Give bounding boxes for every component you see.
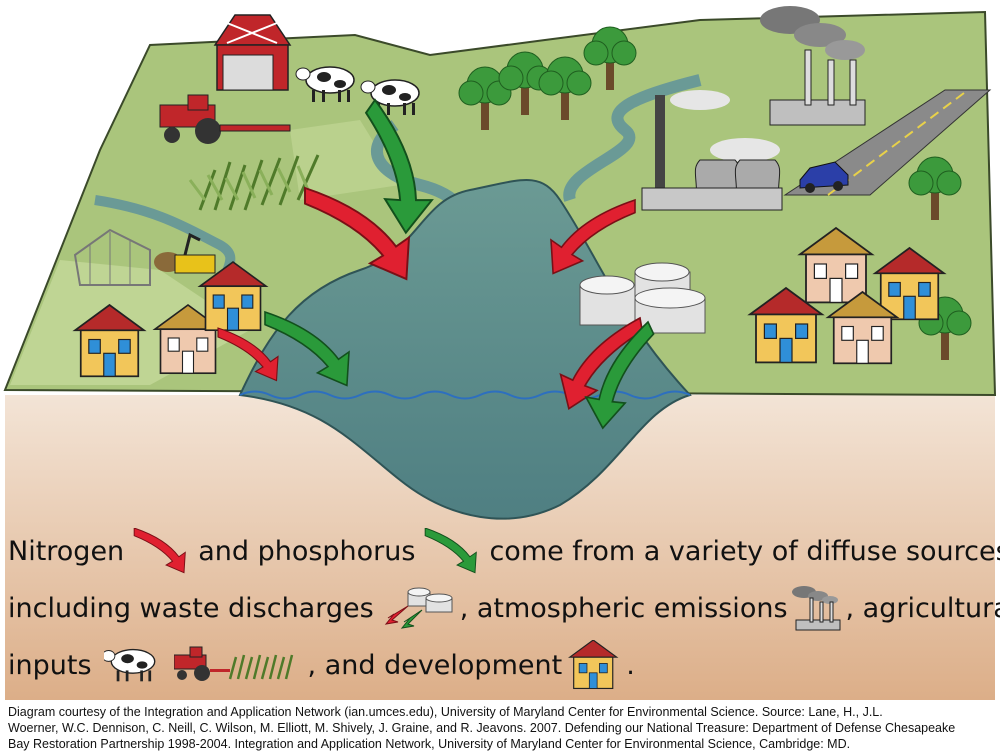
watershed-diagram <box>3 6 997 700</box>
car-icon <box>799 161 849 193</box>
nitrogen-arrow-icon <box>133 528 186 574</box>
atmospheric-emissions-text: , atmospheric emissions <box>459 592 788 624</box>
cow-icon <box>103 648 155 682</box>
development-text: , and development <box>307 649 563 681</box>
field-patch <box>290 120 400 200</box>
sources-text: come from a variety of diffuse sources <box>489 535 1000 567</box>
credit-text: Diagram courtesy of the Integration and … <box>8 704 993 752</box>
power-plant-icon <box>641 90 783 211</box>
smokestack-icon <box>791 586 841 631</box>
house-icon <box>569 640 618 690</box>
tractor-icon <box>173 646 293 681</box>
credit-line-1: Diagram courtesy of the Integration and … <box>8 705 883 719</box>
phosphorus-label: and phosphorus <box>198 535 416 567</box>
waste-discharges-text: including waste discharges <box>8 592 374 624</box>
nitrogen-label: Nitrogen <box>8 535 125 567</box>
smokestack-icon <box>760 6 866 126</box>
credit-line-3: Bay Restoration Partnership 1998-2004. I… <box>8 737 851 751</box>
phosphorus-arrow-icon <box>425 528 478 574</box>
legend-line-1: Nitrogen and phosphorus come from a vari… <box>8 528 1000 574</box>
storage-tank-icon <box>384 587 453 629</box>
road-center-line <box>827 89 969 196</box>
storage-tank-icon <box>579 262 706 334</box>
river <box>563 74 702 202</box>
legend-line-3: inputs , and development . <box>8 640 635 690</box>
soil-block <box>5 395 995 700</box>
legend-line-2: including waste discharges , atmospheric… <box>8 584 1000 632</box>
crop-icon <box>188 154 320 211</box>
credit-line-2: Woerner, W.C. Dennison, C. Neill, C. Wil… <box>8 721 956 735</box>
period-text: . <box>626 649 635 681</box>
tractor-icon <box>159 94 291 144</box>
inputs-text: inputs <box>8 649 92 681</box>
barn-icon <box>213 14 292 91</box>
construction-icon <box>73 228 216 286</box>
agricultural-text: , agricultural <box>845 592 1000 624</box>
